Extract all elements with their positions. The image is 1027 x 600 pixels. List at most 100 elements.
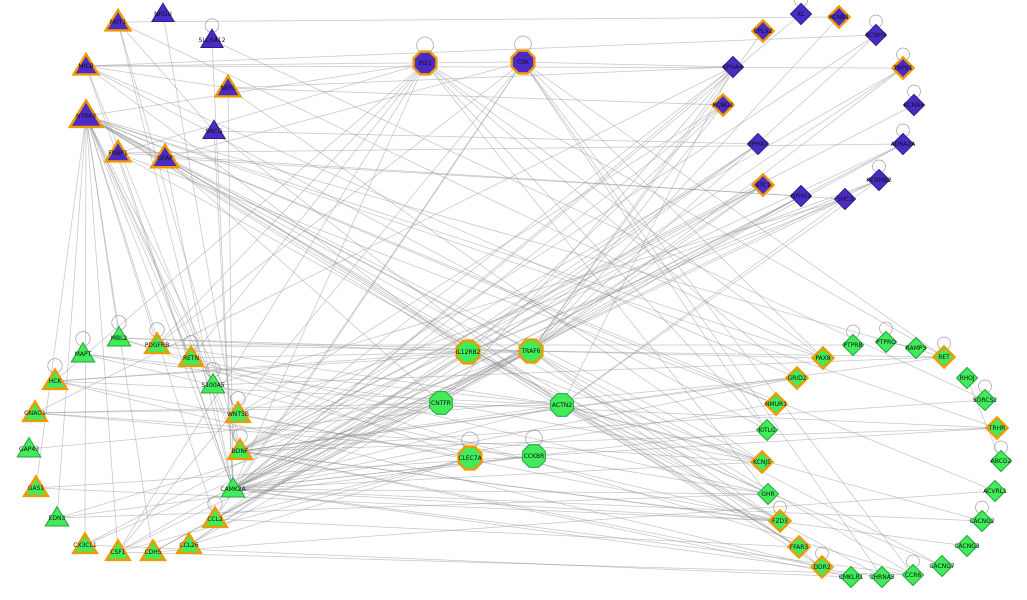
edge-CNTFR-MAPT (82, 353, 442, 404)
node-GHR[interactable]: GHR (756, 482, 780, 506)
node-EPHA4[interactable]: EPHA4 (721, 55, 745, 79)
edge-IL12RB2-HCK (54, 351, 469, 382)
node-CMKLR1[interactable]: CMKLR1 (839, 565, 864, 589)
node-KCNH5[interactable]: KCNH5 (864, 23, 888, 47)
edge-ACTN2-SHC3 (561, 198, 846, 406)
node-KCNB1[interactable]: KCNB1 (826, 4, 852, 30)
edge-MYT1-SNCG (117, 21, 215, 132)
node-shape-triangle (104, 538, 132, 562)
node-CACNG2[interactable]: CACNG2 (969, 509, 995, 533)
node-shape-triangle (41, 367, 69, 391)
node-shape-triangle (201, 505, 229, 529)
node-shape-octagon (522, 444, 546, 468)
node-ABCG2[interactable]: ABCG2 (989, 449, 1013, 473)
node-GFAP[interactable]: GFAP (149, 142, 181, 169)
node-CNTFR[interactable]: CNTFR (429, 391, 453, 415)
node-RET[interactable]: RET (931, 344, 957, 370)
edge-CAMK2A-FNBP1 (117, 152, 234, 490)
node-HCK[interactable]: HCK (41, 367, 69, 391)
node-CACNG7[interactable]: CACNG7 (929, 554, 955, 578)
node-CLEC7A[interactable]: CLEC7A (457, 445, 483, 471)
node-TRPV1[interactable]: TRPV1 (890, 55, 916, 81)
edge-ACTN2-HCK (54, 380, 563, 406)
node-shape-triangle (220, 476, 246, 498)
node-GRID2[interactable]: GRID2 (784, 365, 810, 391)
node-KCNMB2[interactable]: KCNMB2 (866, 168, 892, 192)
node-BDNF[interactable]: BDNF (226, 437, 254, 461)
node-SLC6A12[interactable]: SLC6A12 (199, 28, 226, 49)
edge-BDNF-NTRK3 (85, 115, 241, 452)
node-ACVRL1[interactable]: ACVRL1 (983, 479, 1007, 503)
edge-CAMK2A-KCNJ5 (232, 461, 763, 490)
edge-TRAF6-CPLX2 (530, 30, 764, 352)
edge-TRAF6-CCR6 (530, 350, 914, 576)
node-CPLX2[interactable]: CPLX2 (750, 18, 776, 44)
node-ADRA2A[interactable]: ADRA2A (891, 132, 917, 156)
node-CX3CL1[interactable]: CX3CL1 (71, 531, 99, 555)
node-shape-diamond (833, 187, 857, 211)
node-MAPT[interactable]: MAPT (70, 341, 96, 363)
node-IL12RB2[interactable]: IL12RB2 (455, 339, 481, 365)
node-GAS1[interactable]: GAS1 (22, 474, 50, 498)
edge-FNBP1-ADRA2A (117, 143, 904, 154)
node-CSK[interactable]: CSK (510, 49, 536, 75)
node-KCNJ5[interactable]: KCNJ5 (749, 449, 775, 475)
node-CCKBR[interactable]: CCKBR (522, 444, 546, 468)
node-GAP43[interactable]: GAP43 (16, 436, 42, 458)
node-IRS1[interactable]: IRS1 (412, 50, 438, 76)
edge-ACTN2-CACNG7 (561, 404, 943, 567)
edge-CLEC7A-HCK (54, 380, 471, 459)
edge-CAMK2A-CACNG2 (232, 488, 983, 522)
node-EDN3[interactable]: EDN3 (44, 505, 70, 527)
node-PDGFRB[interactable]: PDGFRB (143, 331, 171, 355)
edge-GAS1-FZD3 (35, 487, 781, 522)
edge-NTRK3-PAX8 (85, 115, 824, 359)
edge-SNCG-EPHA7 (213, 130, 759, 145)
node-MYT1[interactable]: MYT1 (103, 7, 133, 32)
node-NRGN[interactable]: NRGN (150, 2, 176, 23)
node-FFAR3[interactable]: FFAR3 (786, 534, 812, 560)
edge-NTRK3-RETN (85, 115, 192, 359)
node-CCR6[interactable]: CCR6 (901, 563, 925, 587)
node-MBL2[interactable]: MBL2 (106, 325, 132, 347)
node-GNAO1[interactable]: GNAO1 (21, 399, 49, 423)
node-shape-diamond (874, 330, 898, 354)
node-PTPRB[interactable]: PTPRB (841, 333, 865, 357)
edge-CSF1-CCR6 (117, 551, 914, 576)
node-MICB[interactable]: MICB (71, 51, 101, 76)
node-KCNA4[interactable]: KCNA4 (902, 93, 926, 117)
node-SHC3[interactable]: SHC3 (833, 187, 857, 211)
node-RAMP3[interactable]: RAMP3 (904, 336, 928, 360)
node-ACTN2[interactable]: ACTN2 (550, 393, 574, 417)
node-FZD3[interactable]: FZD3 (767, 508, 793, 534)
node-CACNG3[interactable]: CACNG3 (954, 534, 980, 558)
edge-NTRK3-WNT5B (85, 115, 239, 415)
edge-CAMK2A-ACTN2 (232, 404, 563, 490)
node-KL[interactable]: KL (789, 2, 813, 26)
node-shape-diamond (756, 482, 780, 506)
node-shape-diamond (984, 415, 1010, 441)
node-CDH5[interactable]: CDH5 (139, 538, 167, 562)
node-PTPRO[interactable]: PTPRO (874, 330, 898, 354)
edge-CAMK2A-GHR (232, 488, 769, 495)
node-DDR2[interactable]: DDR2 (809, 554, 835, 580)
node-CSF1[interactable]: CSF1 (104, 538, 132, 562)
edge-NTRK3-FZD3 (85, 115, 781, 522)
node-shape-triangle (177, 344, 205, 368)
node-RHOJ[interactable]: RHOJ (955, 366, 979, 390)
node-shape-diamond (867, 168, 891, 192)
edge-STC1-CX3CL1 (84, 184, 764, 546)
node-NTRK3[interactable]: NTRK3 (67, 98, 105, 129)
node-SORCS2[interactable]: SORCS2 (973, 388, 997, 412)
node-shape-diamond (970, 509, 994, 533)
edge-NTRK3-CCL2 (85, 115, 216, 520)
node-TRHR[interactable]: TRHR (984, 415, 1010, 441)
node-NEFL[interactable]: NEFL (213, 73, 243, 98)
node-NMUR1[interactable]: NMUR1 (763, 391, 789, 417)
node-STC1[interactable]: STC1 (750, 172, 776, 198)
node-TRAF6[interactable]: TRAF6 (518, 338, 544, 364)
edge-CDH5-ACVRL1 (152, 490, 996, 553)
node-FNBP1[interactable]: FNBP1 (103, 138, 133, 163)
